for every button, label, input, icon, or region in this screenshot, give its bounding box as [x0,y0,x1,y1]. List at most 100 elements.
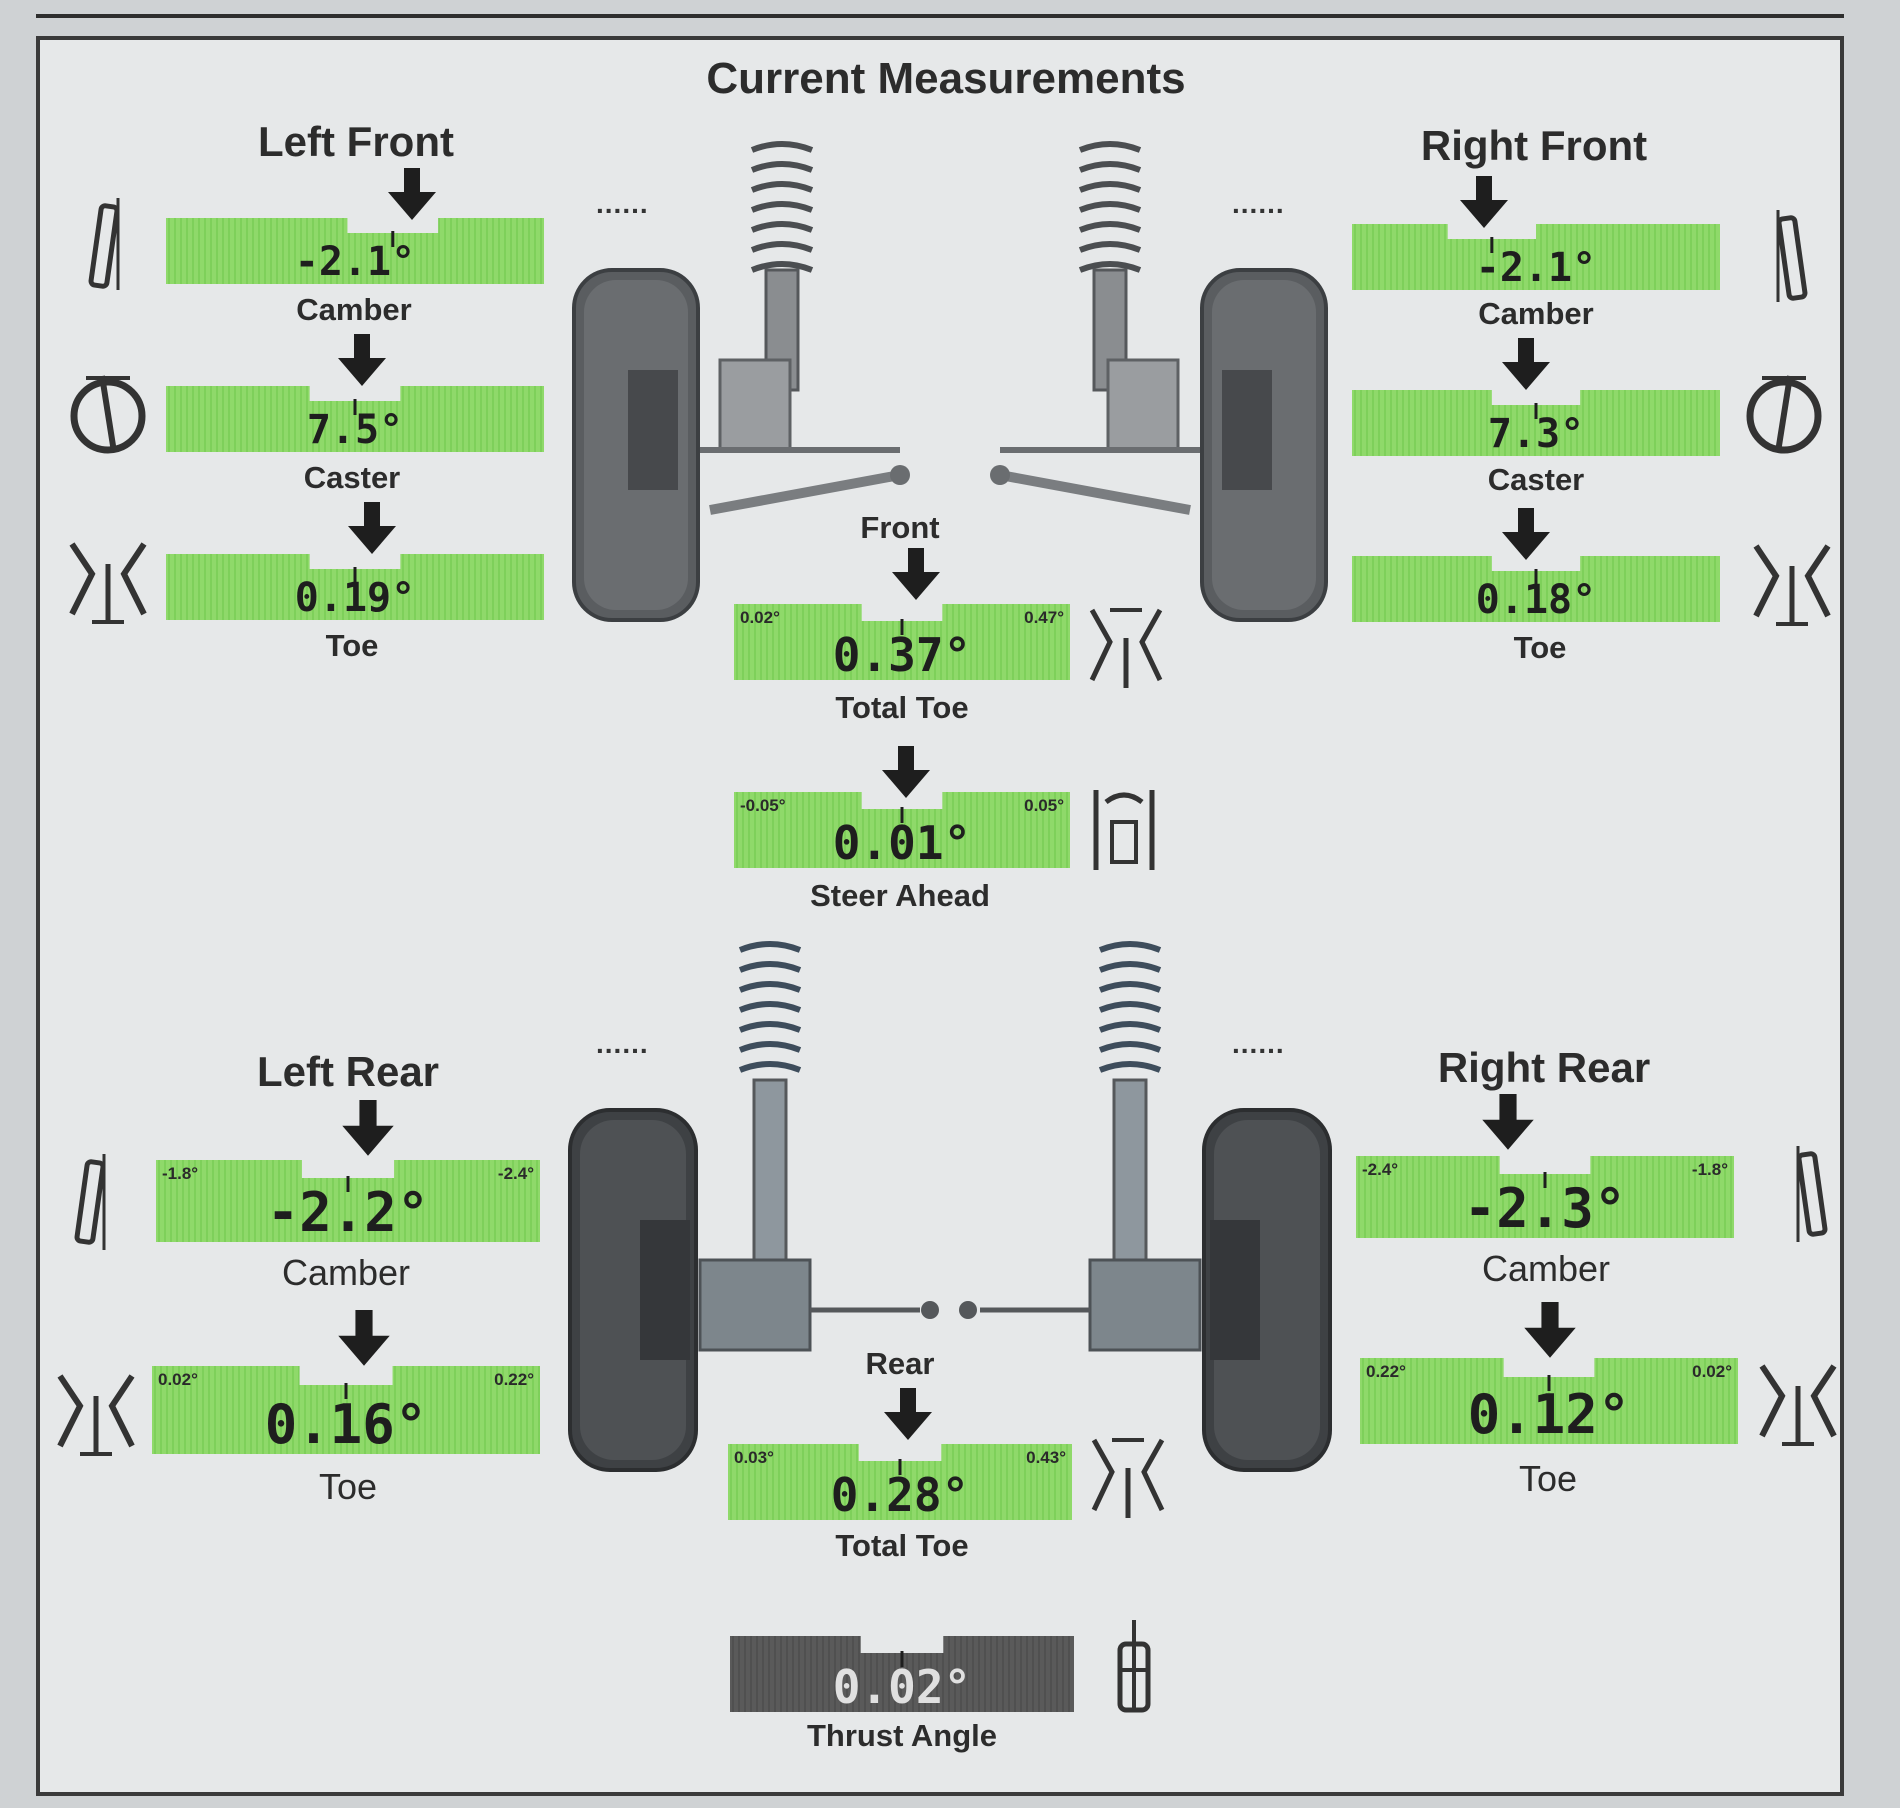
lf-toe-value: 0.19° [294,575,416,621]
front-total-toe-value: 0.37° [832,628,972,682]
gauge-background [156,1160,540,1242]
gauge-background [734,604,1070,680]
rr-toe-min: 0.22° [1366,1362,1406,1381]
gauge-background [734,792,1070,868]
down-arrow-icon [1460,176,1508,228]
gauge-band [1352,224,1720,290]
rf-camber-gauge: -2.1° [1352,224,1720,290]
lr-dots: ...... [596,1028,649,1059]
left-rear-label: Left Rear [256,1048,440,1095]
down-arrow-icon [1502,508,1550,560]
rf-caster-value: 7.3° [1487,411,1585,457]
toe-icon [69,542,147,624]
thrust-angle-label: Thrust Angle [806,1718,998,1753]
rear-total-toe-label: Total Toe [835,1528,969,1563]
front-total-toe-max: 0.47° [1024,608,1064,627]
rr-camber-value: -2.3° [1463,1177,1627,1240]
thrust-angle-value: 0.02° [832,1660,972,1714]
down-arrow-icon [388,168,436,220]
rear-total-toe-gauge: 0.03° 0.43° 0.28° [728,1444,1072,1520]
front-label: Front [860,510,940,545]
right-front-label: Right Front [1420,122,1648,169]
steer-ahead-label: Steer Ahead [810,878,990,913]
toe-icon [1759,1364,1837,1446]
gauge-background [1356,1156,1734,1238]
right-rear-label: Right Rear [1437,1044,1651,1091]
rr-toe-max: 0.02° [1692,1362,1732,1381]
window-top-border [36,0,1844,18]
gauge-background [152,1366,540,1454]
front-total-toe-label: Total Toe [835,690,969,725]
steer-ahead-gauge: -0.05° 0.05° 0.01° [734,792,1070,868]
lf-dots: ...... [596,188,649,219]
lr-toe-max: 0.22° [494,1370,534,1389]
down-arrow-icon [338,1310,390,1366]
rr-toe-label: Toe [1518,1458,1578,1499]
total-toe-icon [1089,608,1163,688]
rear-label: Rear [865,1346,935,1381]
rear-total-toe-min: 0.03° [734,1448,774,1467]
rr-camber-min: -2.4° [1362,1160,1399,1179]
lf-toe-label: Toe [325,628,379,663]
camber-icon [1776,210,1808,302]
steer-ahead-value: 0.01° [832,816,972,870]
front-suspension-illustration [572,141,1328,622]
lr-toe-label: Toe [318,1466,378,1507]
caster-icon [70,375,146,454]
camber-icon [74,1154,106,1250]
rr-toe-gauge: 0.22° 0.02° 0.12° [1360,1358,1738,1444]
rr-camber-label: Camber [1481,1248,1611,1289]
rr-toe-value: 0.12° [1467,1383,1631,1446]
down-arrow-icon [1502,338,1550,390]
down-arrow-icon [348,502,396,554]
rf-caster-label: Caster [1487,462,1585,497]
rr-camber-max: -1.8° [1691,1160,1728,1179]
rf-camber-value: -2.1° [1475,245,1597,291]
lf-camber-value: -2.1° [294,239,416,285]
caster-icon [1746,375,1822,454]
steer-ahead-icon [1093,790,1155,870]
front-total-toe-gauge: 0.02° 0.47° 0.37° [734,604,1070,680]
lf-caster-label: Caster [303,460,401,495]
gauge-background [166,386,544,452]
front-total-toe-min: 0.02° [740,608,780,627]
gauge-band [1352,390,1720,456]
total-toe-icon [1091,1438,1165,1518]
toe-icon [1753,544,1831,626]
rear-total-toe-max: 0.43° [1026,1448,1066,1467]
gauge-band [1352,556,1720,622]
rf-camber-label: Camber [1478,296,1594,331]
gauge-band [734,604,1070,680]
gauge-band [730,1636,1074,1712]
down-arrow-icon [892,548,940,600]
camber-icon [88,198,120,290]
gauge-background [1352,556,1720,622]
rear-total-toe-value: 0.28° [830,1468,970,1522]
gauge-band [728,1444,1072,1520]
lr-camber-gauge: -1.8° -2.4° -2.2° [156,1160,540,1242]
lr-camber-max: -2.4° [497,1164,534,1183]
lf-toe-gauge: 0.19° [166,554,544,620]
down-arrow-icon [1524,1302,1576,1358]
lr-toe-gauge: 0.02° 0.22° 0.16° [152,1366,540,1454]
lf-caster-gauge: 7.5° [166,386,544,452]
steer-ahead-min: -0.05° [740,796,786,815]
rear-suspension-illustration [568,941,1332,1472]
down-arrow-icon [342,1100,394,1156]
gauge-background [728,1444,1072,1520]
steer-ahead-max: 0.05° [1024,796,1064,815]
lf-caster-value: 7.5° [306,407,404,453]
gauge-band [156,1160,540,1242]
lr-camber-min: -1.8° [162,1164,199,1183]
lf-camber-label: Camber [296,292,412,327]
camber-icon [1796,1146,1828,1242]
gauge-band [734,792,1070,868]
gauge-background [1360,1358,1738,1444]
lr-camber-label: Camber [281,1252,411,1293]
down-arrow-icon [882,746,930,798]
lr-toe-value: 0.16° [264,1393,428,1456]
gauge-background [730,1636,1074,1712]
thrust-angle-gauge: 0.02° [730,1636,1074,1712]
thrust-angle-icon [1117,1620,1151,1713]
